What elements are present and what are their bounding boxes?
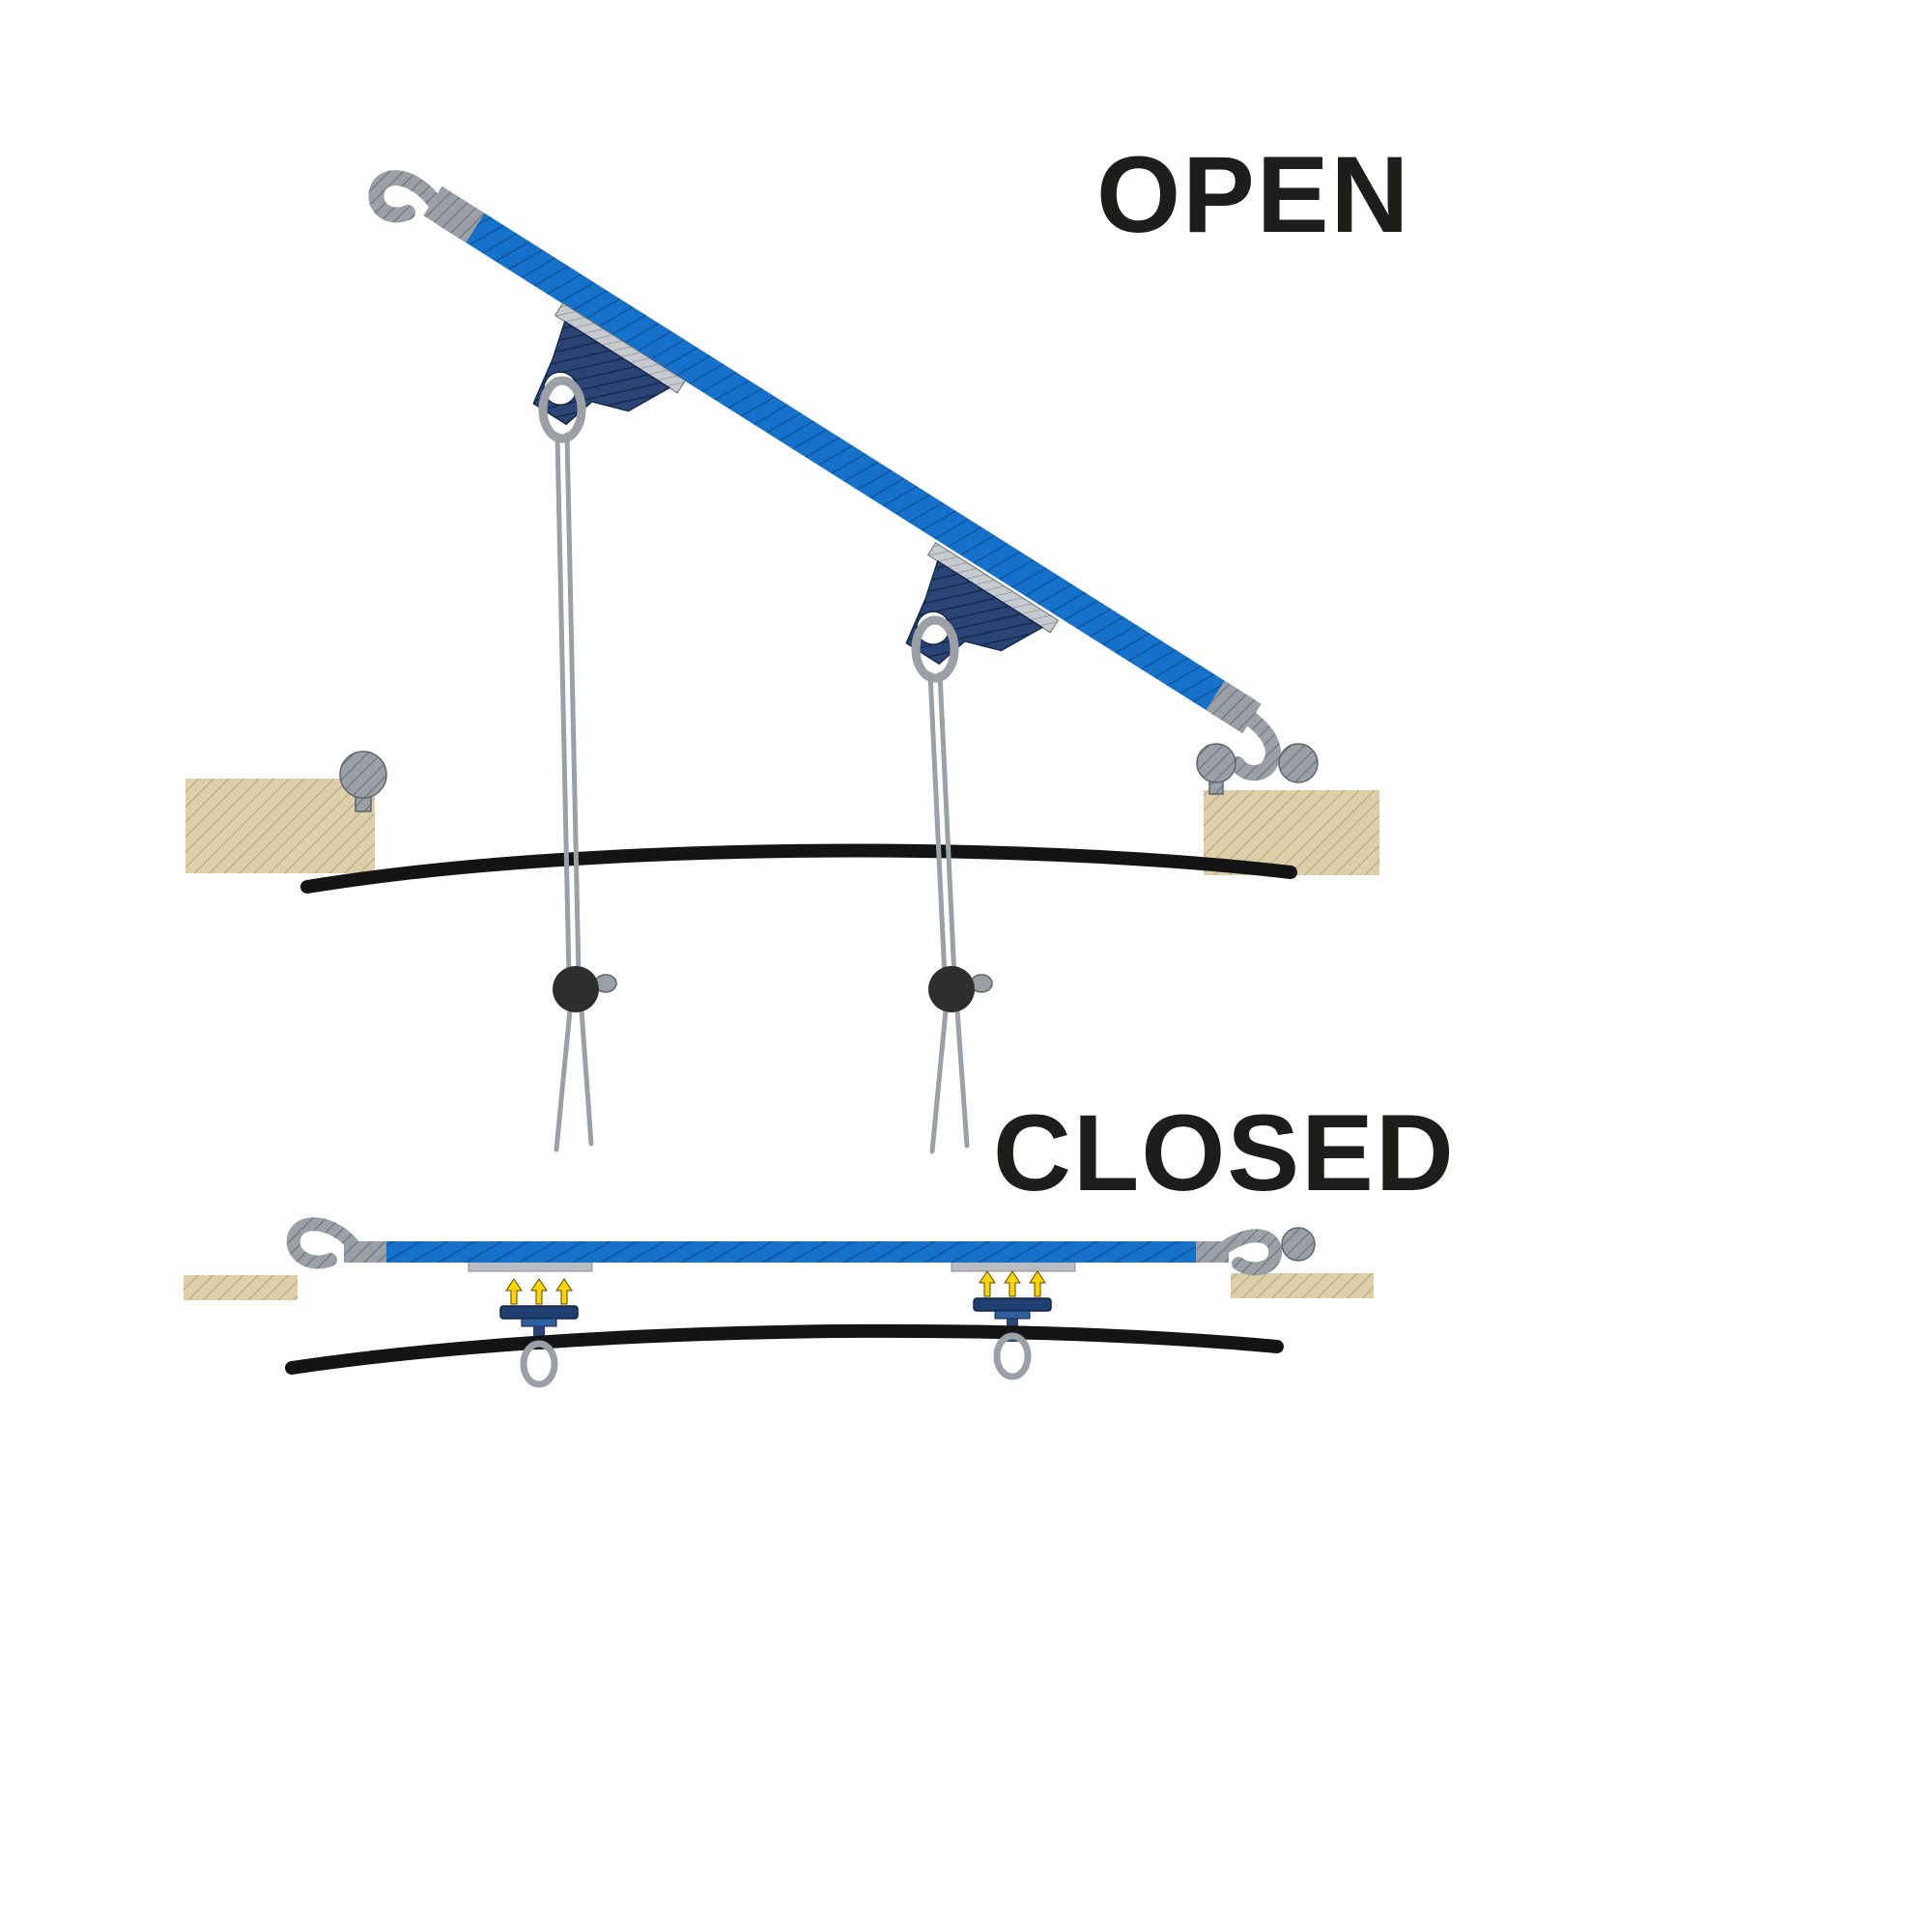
frame-strip-right — [1231, 1273, 1374, 1298]
lift-arrows-2 — [979, 1270, 1046, 1297]
slide-plate-1 — [468, 1261, 593, 1272]
frame-block-left — [185, 779, 375, 873]
ring-closed-1 — [520, 1340, 558, 1388]
hook-closed-left — [286, 1217, 386, 1269]
cord-lock-ball-1 — [553, 966, 617, 1012]
cable-1 — [554, 432, 594, 1152]
screw-right — [1196, 743, 1236, 795]
screw-left — [339, 751, 387, 812]
open-label: OPEN — [1096, 134, 1410, 255]
membrane-open — [300, 843, 1297, 894]
mount-bracket-2 — [905, 542, 1060, 666]
closed-scene: CLOSED — [184, 1093, 1456, 1388]
hook-closed-right — [1196, 1227, 1316, 1276]
lid-end-hook-bottom — [1196, 680, 1319, 795]
roller-ball-closed-right — [1281, 1227, 1316, 1262]
closed-label: CLOSED — [993, 1093, 1456, 1213]
hanging-ring-2 — [911, 615, 959, 683]
lid-end-hook-top — [368, 170, 485, 243]
lid-bar-open — [437, 194, 1256, 730]
ring-closed-2 — [993, 1332, 1032, 1380]
slide-plate-2 — [951, 1261, 1076, 1272]
open-scene: OPEN — [185, 134, 1410, 1154]
cord-lock-ball-2 — [928, 966, 993, 1012]
hanging-ring-1 — [538, 376, 586, 443]
roller-ball-right — [1278, 743, 1319, 783]
lift-arrows-1 — [505, 1278, 573, 1305]
frame-strip-left — [184, 1275, 298, 1300]
cable-2 — [927, 671, 970, 1154]
membrane-closed — [285, 1323, 1284, 1375]
